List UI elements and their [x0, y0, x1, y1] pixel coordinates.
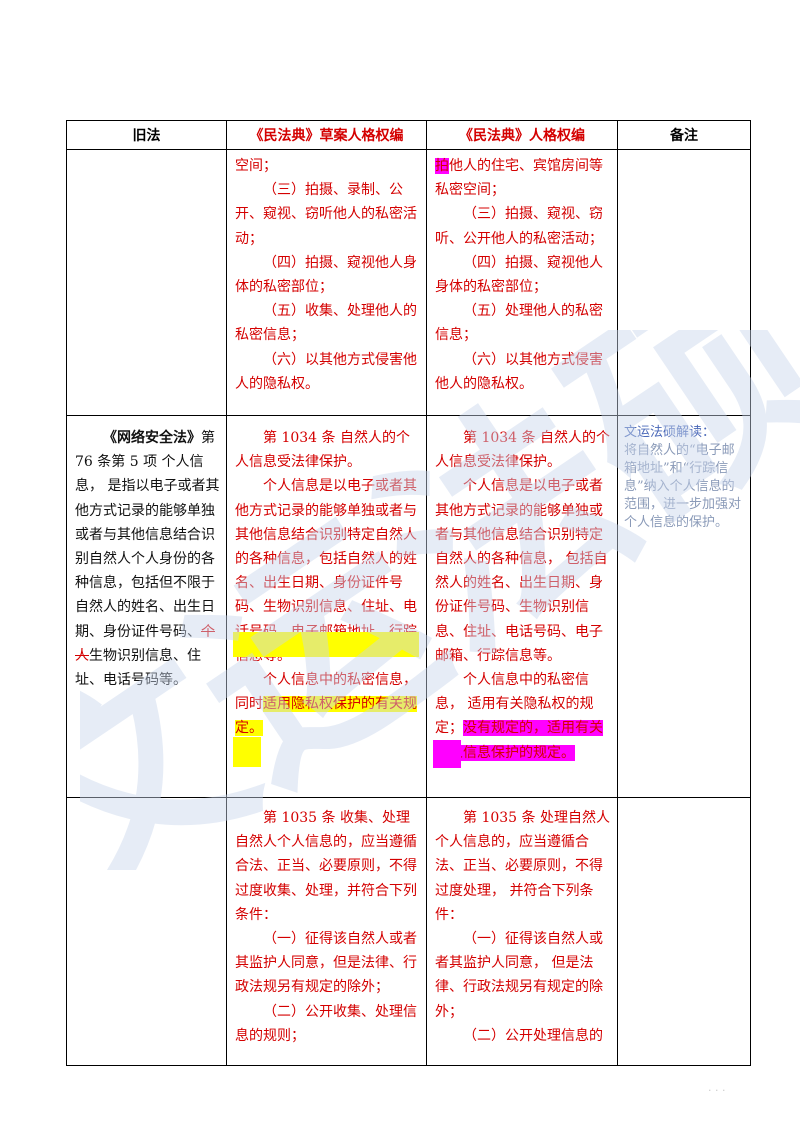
note-body: 将自然人的“电子邮箱地址”和“行踪信息”纳入个人信息的范围，进一步加强对个人信息…: [624, 443, 742, 530]
final-cell: 拍他人的住宅、宾馆房间等私密空间； （三）拍摄、窥视、窃听、公开他人的私密活动；…: [426, 149, 618, 416]
header-notes: 备注: [617, 120, 751, 150]
draft-line: （五）收集、处理他人的私密信息；: [235, 303, 417, 344]
final-line: （二）公开处理信息的: [463, 1027, 603, 1044]
final-text: 个人信息中的私密信息， 适用有关隐私权的规定；: [435, 672, 594, 737]
final-line: （五）处理他人的私密信息；: [435, 303, 603, 344]
header-old-law: 旧法: [66, 120, 227, 150]
draft-cell: 空间； （三）拍摄、录制、公开、窥视、窃听他人的私密活动； （四）拍摄、窥视他人…: [226, 149, 427, 416]
highlight-yellow-block: [233, 737, 261, 767]
highlight-yellow: 适用隐私权保护的有关规定。: [235, 696, 417, 737]
final-line: 拍他人的住宅、宾馆房间等私密空间；: [435, 154, 611, 202]
final-paragraph: 个人信息中的私密信息， 适用有关隐私权的规定；没有规定的，适用有关个人信息保护的…: [435, 668, 611, 765]
final-cell: 第 1034 条 自然人的个人信息受法律保护。 个人信息是以电子或者其他方式记录…: [426, 415, 618, 798]
old-law-cell: [66, 797, 227, 1066]
highlight-magenta: 拍: [435, 158, 449, 174]
comparison-table: 旧法 《民法典》草案人格权编 《民法典》人格权编 备注 空间； （三）拍摄、录制…: [66, 120, 751, 1066]
final-line: （六）以其他方式侵害他人的隐私权。: [435, 351, 603, 392]
highlight-yellow-block: [233, 632, 419, 657]
draft-text: 个人信息中的私密信息，同时: [235, 672, 417, 713]
draft-line: （三）拍摄、录制、公开、窥视、窃听他人的私密活动；: [235, 182, 417, 247]
old-law-cell: 《网络安全法》第 76 条第 5 项 个人信息， 是指以电子或者其他方式记录的能…: [66, 415, 227, 798]
draft-article: 第 1035 条 收集、处理自然人个人信息的，应当遵循合法、正当、必要原则，不得…: [235, 810, 417, 923]
final-article: 第 1034 条 自然人的个人信息受法律保护。: [435, 430, 610, 471]
header-final: 《民法典》人格权编: [426, 120, 618, 150]
final-line: （一）征得该自然人或者其监护人同意， 但是法律、行政法规另有规定的除外；: [435, 931, 603, 1020]
deleted-text: 个人: [75, 623, 215, 664]
header-draft: 《民法典》草案人格权编: [226, 120, 427, 150]
draft-line: （四）拍摄、窥视他人身体的私密部位；: [235, 254, 417, 296]
final-line: （四）拍摄、窥视他人身体的私密部位；: [435, 254, 603, 296]
notes-cell: 文运法硕解读： 将自然人的“电子邮箱地址”和“行踪信息”纳入个人信息的范围，进一…: [617, 415, 751, 798]
draft-paragraph: 个人信息中的私密信息，同时适用隐私权保护的有关规定。: [235, 668, 420, 741]
table-row: 《网络安全法》第 76 条第 5 项 个人信息， 是指以电子或者其他方式记录的能…: [66, 415, 751, 798]
old-law-cell: [66, 149, 227, 416]
final-line-text: 他人的住宅、宾馆房间等私密空间；: [435, 158, 603, 199]
old-law-title: 《网络安全法》: [103, 430, 201, 446]
old-law-body: 第 76 条第 5 项 个人信息， 是指以电子或者其他方式记录的能够单独或者与其…: [75, 430, 220, 640]
old-law-body-end: 生物识别信息、住址、电话号码等。: [75, 647, 201, 689]
old-law-text: 《网络安全法》第 76 条第 5 项 个人信息， 是指以电子或者其他方式记录的能…: [75, 426, 220, 692]
table-row: 第 1035 条 收集、处理自然人个人信息的，应当遵循合法、正当、必要原则，不得…: [66, 797, 751, 1066]
draft-line: （一）征得该自然人或者其监护人同意，但是法律、行政法规另有规定的除外；: [235, 931, 417, 996]
draft-article: 第 1034 条 自然人的个人信息受法律保护。: [235, 430, 410, 471]
final-cell: 第 1035 条 处理自然人个人信息的，应当遵循合法、正当、必要原则，不得过度处…: [426, 797, 618, 1066]
draft-line: 空间；: [235, 158, 277, 174]
final-article: 第 1035 条 处理自然人个人信息的，应当遵循合法、正当、必要原则，不得过度处…: [435, 810, 610, 923]
highlight-magenta-block: [433, 740, 461, 768]
table-header-row: 旧法 《民法典》草案人格权编 《民法典》人格权编 备注: [66, 120, 751, 150]
note-title: 文运法硕解读：: [624, 425, 716, 440]
notes-cell: [617, 797, 751, 1066]
draft-line: （二）公开收集、处理信息的规则；: [235, 1003, 417, 1044]
table-row: 空间； （三）拍摄、录制、公开、窥视、窃听他人的私密活动； （四）拍摄、窥视他人…: [66, 149, 751, 416]
draft-cell: 第 1035 条 收集、处理自然人个人信息的，应当遵循合法、正当、必要原则，不得…: [226, 797, 427, 1066]
notes-cell: [617, 149, 751, 416]
final-paragraph: 个人信息是以电子或者其他方式记录的能够单独或者与其他信息结合识别特定自然人的各种…: [435, 478, 608, 664]
draft-line: （六）以其他方式侵害他人的隐私权。: [235, 351, 417, 392]
page-number-mark: · · ·: [708, 1084, 726, 1097]
final-line: （三）拍摄、窥视、窃听、公开他人的私密活动；: [435, 206, 603, 247]
